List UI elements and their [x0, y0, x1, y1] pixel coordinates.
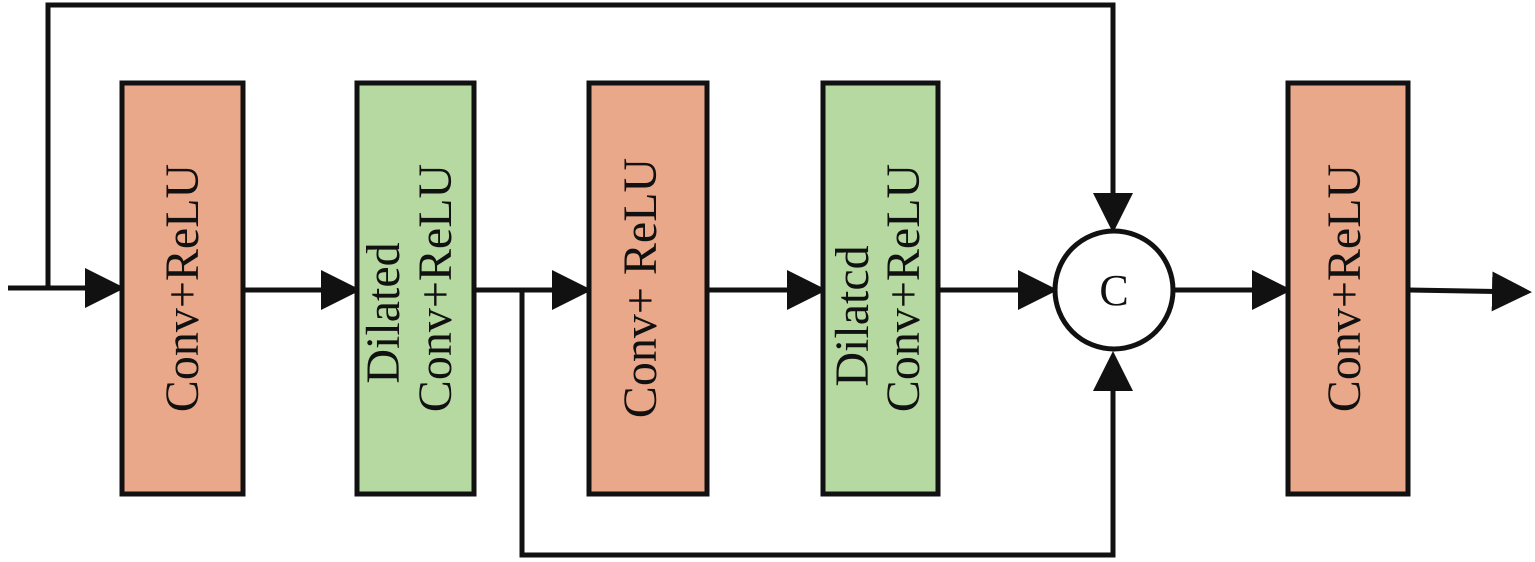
block-label: Conv+ReLU	[156, 164, 209, 412]
block-label-line-1: Dilated	[357, 242, 410, 383]
conv-relu-block-1: Conv+ReLU	[119, 80, 246, 497]
block-box	[586, 80, 710, 497]
block-label: Conv+ReLU	[1318, 164, 1371, 412]
dilated-conv-relu-block-1: Dilated Conv+ReLU	[354, 80, 477, 497]
block-label-line-2: Conv+ReLU	[409, 164, 462, 412]
concat-circle	[1052, 228, 1176, 352]
block-label-line-2: Conv+ReLU	[877, 164, 930, 412]
conv-relu-block-2: Conv+ ReLU	[586, 80, 710, 497]
output-arrow	[1408, 271, 1532, 312]
concat-node: C	[1052, 228, 1176, 352]
block-label-line-1: Dilatcd	[826, 245, 879, 386]
dilated-conv-relu-block-2: Dilatcd Conv+ReLU	[820, 80, 941, 497]
block-label: Conv+ ReLU	[614, 158, 667, 418]
skip-connection-bottom	[519, 288, 1133, 558]
block-box	[1285, 80, 1411, 497]
block-box	[119, 80, 246, 497]
conv-relu-block-3: Conv+ReLU	[1285, 80, 1411, 497]
block-box	[820, 80, 941, 497]
skip-connection-top	[45, 2, 1133, 288]
block-box	[354, 80, 477, 497]
concat-label: C	[1099, 266, 1128, 315]
